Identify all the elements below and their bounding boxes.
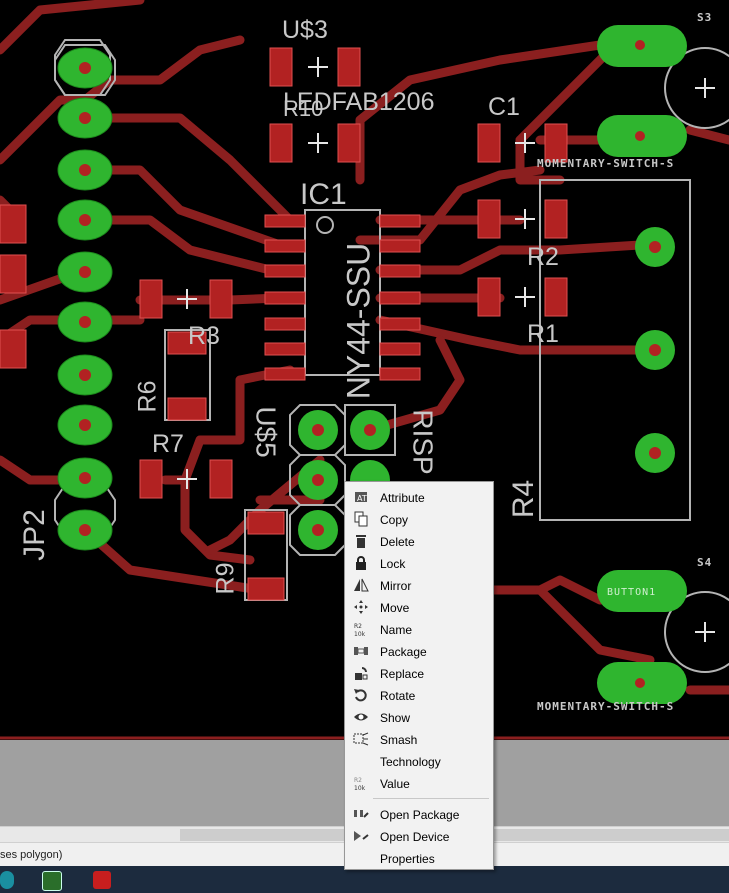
windows-taskbar (0, 866, 729, 893)
open-package-icon (354, 810, 369, 818)
package-icon (354, 647, 368, 655)
arduino-icon[interactable] (0, 871, 14, 889)
open-device-icon (354, 831, 369, 841)
label-r3: R3 (188, 322, 220, 350)
attribute-icon: AT (355, 492, 367, 503)
menu-item-label: Open Package (380, 808, 460, 822)
menu-item-label: Lock (380, 557, 406, 571)
lock-icon (356, 556, 366, 570)
menu-item-label: Copy (380, 513, 409, 527)
menu-item-replace[interactable]: Replace (347, 662, 491, 684)
menu-item-label: Name (380, 623, 413, 637)
menu-item-move[interactable]: Move (347, 596, 491, 618)
label-button1: BUTTON1 (607, 587, 657, 598)
menu-item-smash[interactable]: Smash (347, 728, 491, 750)
name-icon-bottom: 10k (354, 631, 366, 637)
label-r9: R9 (211, 562, 240, 595)
eye-icon (354, 713, 368, 721)
copy-icon (354, 511, 368, 527)
switch-pads (597, 25, 687, 704)
label-s3: S3 (697, 11, 713, 24)
menu-item-label: Smash (380, 733, 418, 747)
svg-text:AT: AT (357, 494, 367, 503)
menu-item-copy[interactable]: Copy (347, 508, 491, 530)
value-icon-bottom: 10k (354, 785, 366, 791)
component-origins (177, 57, 715, 642)
menu-item-show[interactable]: Show (347, 706, 491, 728)
label-r1: R1 (527, 320, 559, 348)
menu-item-properties[interactable]: Properties (347, 847, 491, 869)
label-r7: R7 (152, 430, 184, 458)
menu-item-label: Replace (380, 667, 425, 681)
menu-separator (373, 798, 489, 799)
isp-header (289, 404, 396, 556)
jp2-header-pads (54, 44, 116, 551)
mirror-icon (354, 578, 369, 592)
rotate-icon (354, 689, 367, 702)
label-isp-right: RISP (407, 409, 439, 475)
value-icon-top: R2 (354, 777, 362, 784)
label-r2: R2 (527, 243, 559, 271)
menu-item-label: Show (380, 711, 411, 725)
menu-item-attribute[interactable]: AT Attribute (347, 486, 491, 508)
label-attiny: NY44-SSU (340, 242, 377, 400)
label-isp-left: U$5 (250, 406, 282, 458)
menu-item-rotate[interactable]: Rotate (347, 684, 491, 706)
spreadsheet-icon[interactable] (42, 871, 62, 891)
menu-item-delete[interactable]: Delete (347, 530, 491, 552)
label-s4: S4 (697, 556, 713, 569)
replace-icon (355, 667, 368, 680)
smash-icon (353, 732, 369, 746)
label-jp2: JP2 (17, 509, 51, 561)
label-r6: R6 (133, 380, 162, 413)
menu-item-open-package[interactable]: Open Package (347, 803, 491, 825)
menu-item-mirror[interactable]: Mirror (347, 574, 491, 596)
menu-item-package[interactable]: Package (347, 640, 491, 662)
name-icon-top: R2 (354, 623, 362, 630)
trash-icon (356, 535, 366, 548)
menu-item-label: Package (380, 645, 427, 659)
menu-item-label: Attribute (380, 491, 425, 505)
menu-item-label: Rotate (380, 689, 416, 703)
label-r10: R10 (283, 96, 324, 121)
menu-item-label: Delete (380, 535, 415, 549)
label-switch-bottom: MOMENTARY-SWITCH-S (537, 700, 675, 713)
menu-item-label: Open Device (380, 830, 450, 844)
menu-item-label: Value (380, 777, 410, 791)
menu-item-lock[interactable]: Lock (347, 552, 491, 574)
menu-item-label: Technology (380, 755, 441, 769)
context-menu: AT Attribute Copy Delete Lock Mirror Mov… (344, 481, 494, 870)
move-icon (354, 600, 368, 614)
label-ledfab: LEDFAB1206 (283, 88, 435, 116)
menu-item-label: Move (380, 601, 410, 615)
label-ic1: IC1 (300, 178, 347, 211)
label-c1: C1 (488, 93, 520, 121)
pdf-icon[interactable] (93, 871, 111, 889)
menu-item-label: Mirror (380, 579, 412, 593)
menu-item-label: Properties (380, 852, 435, 866)
menu-item-technology[interactable]: Technology (347, 750, 491, 772)
label-r4: R4 (507, 479, 541, 519)
status-text: ses polygon) (0, 849, 63, 861)
label-switch-top: MOMENTARY-SWITCH-S (537, 157, 675, 170)
menu-item-open-device[interactable]: Open Device (347, 825, 491, 847)
label-u3: U$3 (282, 16, 328, 44)
smd-pads (0, 47, 568, 601)
